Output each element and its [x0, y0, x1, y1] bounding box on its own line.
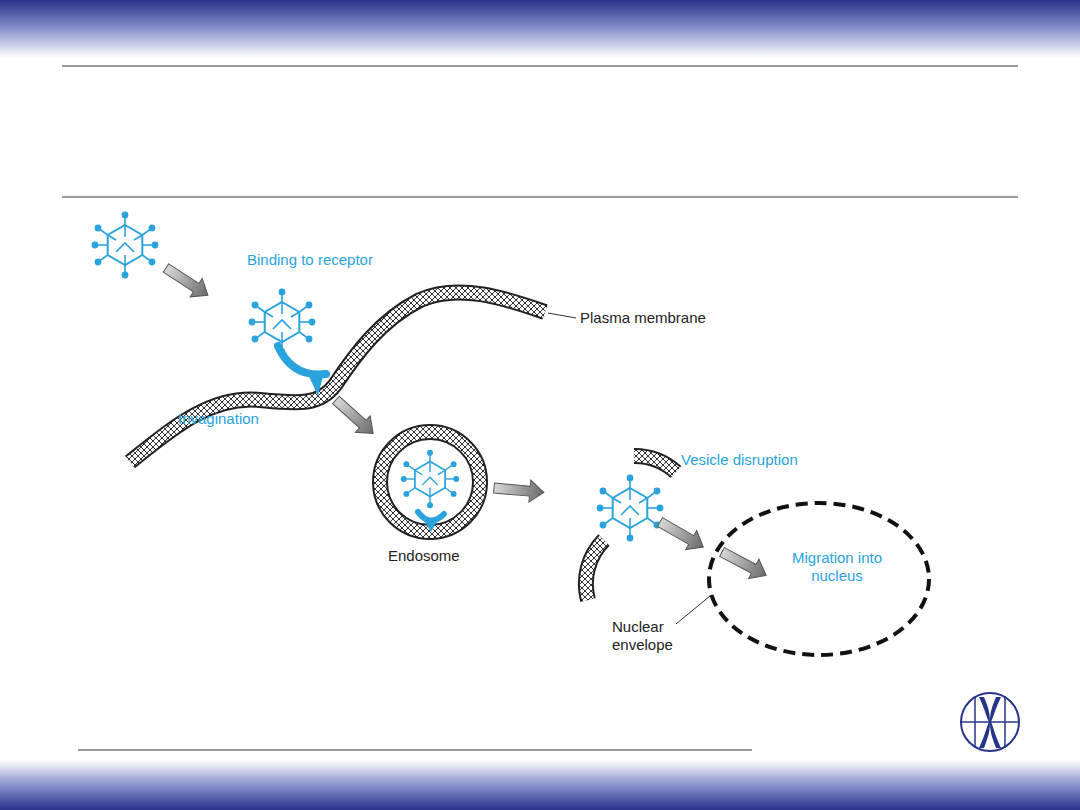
diagram-label: Plasma membrane: [580, 309, 706, 327]
rule-line: [62, 197, 1018, 198]
endosome: [380, 432, 480, 532]
virus-particle: [249, 289, 314, 354]
diagram-label: Nuclear envelope: [612, 618, 682, 654]
plasma-membrane: [130, 292, 545, 462]
diagram-label: Binding to receptor: [247, 251, 373, 269]
receptor: [278, 346, 326, 396]
leader-line: [548, 313, 576, 318]
virus-particle: [597, 475, 662, 540]
diagram-label: Invagination: [178, 410, 259, 428]
node-text: Migration into nucleus: [778, 549, 896, 585]
header-band: [0, 0, 1080, 58]
chromosome-logo: [961, 693, 1019, 751]
process-arrow: [160, 259, 214, 305]
process-arrow: [717, 542, 771, 585]
diagram-label: Vesicle disruption: [681, 451, 798, 469]
rule-line: [78, 750, 752, 751]
process-arrow: [655, 512, 709, 556]
process-arrow: [329, 392, 381, 442]
process-arrow: [493, 477, 545, 503]
footer-band: [0, 760, 1080, 810]
virus-particle: [92, 212, 157, 277]
diagram-label: Endosome: [388, 547, 460, 565]
leader-line: [676, 596, 710, 624]
rule-line: [62, 66, 1018, 67]
nucleus-region: Migration into nucleus: [706, 500, 932, 658]
